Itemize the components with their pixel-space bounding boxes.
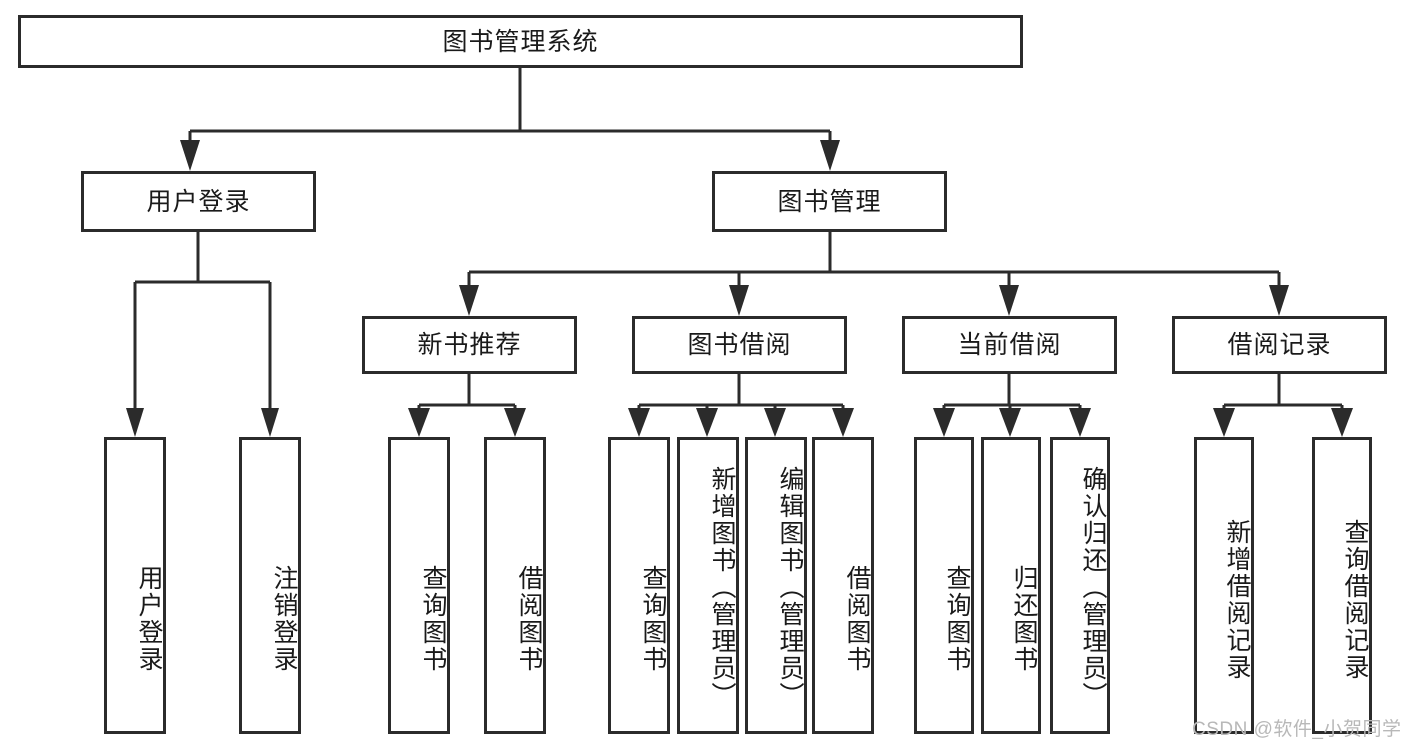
leaf-user-login-signout-label: 注销登录 <box>270 564 298 673</box>
leaf-borrow-query-book[interactable]: 查询图书 <box>608 437 670 734</box>
arrowhead-user-login <box>180 140 200 171</box>
leaf-record-add-borrow-record[interactable]: 新增借阅记录 <box>1194 437 1254 734</box>
leaf-newbook-borrow-book-label: 借阅图书 <box>515 564 543 673</box>
arrowhead-newbook-leaf2 <box>504 408 526 437</box>
leaf-newbook-query-book[interactable]: 查询图书 <box>388 437 450 734</box>
leaf-record-query-borrow-record[interactable]: 查询借阅记录 <box>1312 437 1372 734</box>
arrowhead-record-leaf1 <box>1213 408 1235 437</box>
arrowhead-record-leaf2 <box>1331 408 1353 437</box>
arrowhead-current-borrow <box>999 285 1019 316</box>
node-root-label: 图书管理系统 <box>442 27 599 56</box>
leaf-newbook-borrow-book[interactable]: 借阅图书 <box>484 437 546 734</box>
leaf-user-login-signin[interactable]: 用户登录 <box>104 437 166 734</box>
node-root-system[interactable]: 图书管理系统 <box>18 15 1023 68</box>
arrowhead-borrow-record <box>1269 285 1289 316</box>
arrowhead-current-leaf2 <box>999 408 1021 437</box>
leaf-borrow-query-book-label: 查询图书 <box>639 564 667 673</box>
leaf-borrow-borrow-book-label: 借阅图书 <box>843 564 871 673</box>
leaf-borrow-add-book-admin[interactable]: 新增图书（管理员） <box>677 437 739 734</box>
leaf-borrow-edit-book-admin[interactable]: 编辑图书（管理员） <box>745 437 807 734</box>
node-user-login[interactable]: 用户登录 <box>81 171 316 232</box>
arrowhead-newbook-leaf1 <box>408 408 430 437</box>
node-book-management[interactable]: 图书管理 <box>712 171 947 232</box>
leaf-current-confirm-return-admin[interactable]: 确认归还（管理员） <box>1050 437 1110 734</box>
arrowhead-new-book <box>459 285 479 316</box>
arrowhead-user-leaf2 <box>261 408 279 437</box>
leaf-user-login-signin-label: 用户登录 <box>135 564 163 673</box>
node-borrow-record-label: 借阅记录 <box>1227 331 1332 359</box>
arrowhead-book-manage <box>820 140 840 171</box>
arrowhead-borrow-book <box>729 285 749 316</box>
leaf-current-query-book-label: 查询图书 <box>943 564 971 673</box>
arrowhead-current-leaf1 <box>933 408 955 437</box>
node-current-borrow[interactable]: 当前借阅 <box>902 316 1117 374</box>
node-book-management-label: 图书管理 <box>777 187 882 216</box>
node-new-book-recommend[interactable]: 新书推荐 <box>362 316 577 374</box>
leaf-newbook-query-book-label: 查询图书 <box>419 564 447 673</box>
node-book-borrow-label: 图书借阅 <box>687 331 792 359</box>
arrowhead-current-leaf3 <box>1069 408 1091 437</box>
arrowhead-borrow-leaf4 <box>832 408 854 437</box>
arrowhead-borrow-leaf1 <box>628 408 650 437</box>
leaf-user-login-signout[interactable]: 注销登录 <box>239 437 301 734</box>
leaf-current-confirm-return-admin-label: 确认归还（管理员） <box>1079 466 1107 709</box>
arrowhead-borrow-leaf3 <box>764 408 786 437</box>
leaf-borrow-edit-book-admin-label: 编辑图书（管理员） <box>776 466 804 709</box>
node-current-borrow-label: 当前借阅 <box>957 331 1062 359</box>
leaf-record-query-borrow-record-label: 查询借阅记录 <box>1341 518 1369 681</box>
node-borrow-record[interactable]: 借阅记录 <box>1172 316 1387 374</box>
leaf-current-return-book-label: 归还图书 <box>1010 564 1038 673</box>
arrowhead-user-leaf1 <box>126 408 144 437</box>
node-book-borrow[interactable]: 图书借阅 <box>632 316 847 374</box>
leaf-current-return-book[interactable]: 归还图书 <box>981 437 1041 734</box>
node-user-login-label: 用户登录 <box>146 187 251 216</box>
csdn-watermark: CSDN @软件_小贺同学 <box>1192 719 1402 740</box>
leaf-borrow-add-book-admin-label: 新增图书（管理员） <box>708 466 736 709</box>
node-new-book-recommend-label: 新书推荐 <box>417 331 522 359</box>
arrowhead-borrow-leaf2 <box>696 408 718 437</box>
leaf-record-add-borrow-record-label: 新增借阅记录 <box>1223 518 1251 681</box>
leaf-current-query-book[interactable]: 查询图书 <box>914 437 974 734</box>
leaf-borrow-borrow-book[interactable]: 借阅图书 <box>812 437 874 734</box>
